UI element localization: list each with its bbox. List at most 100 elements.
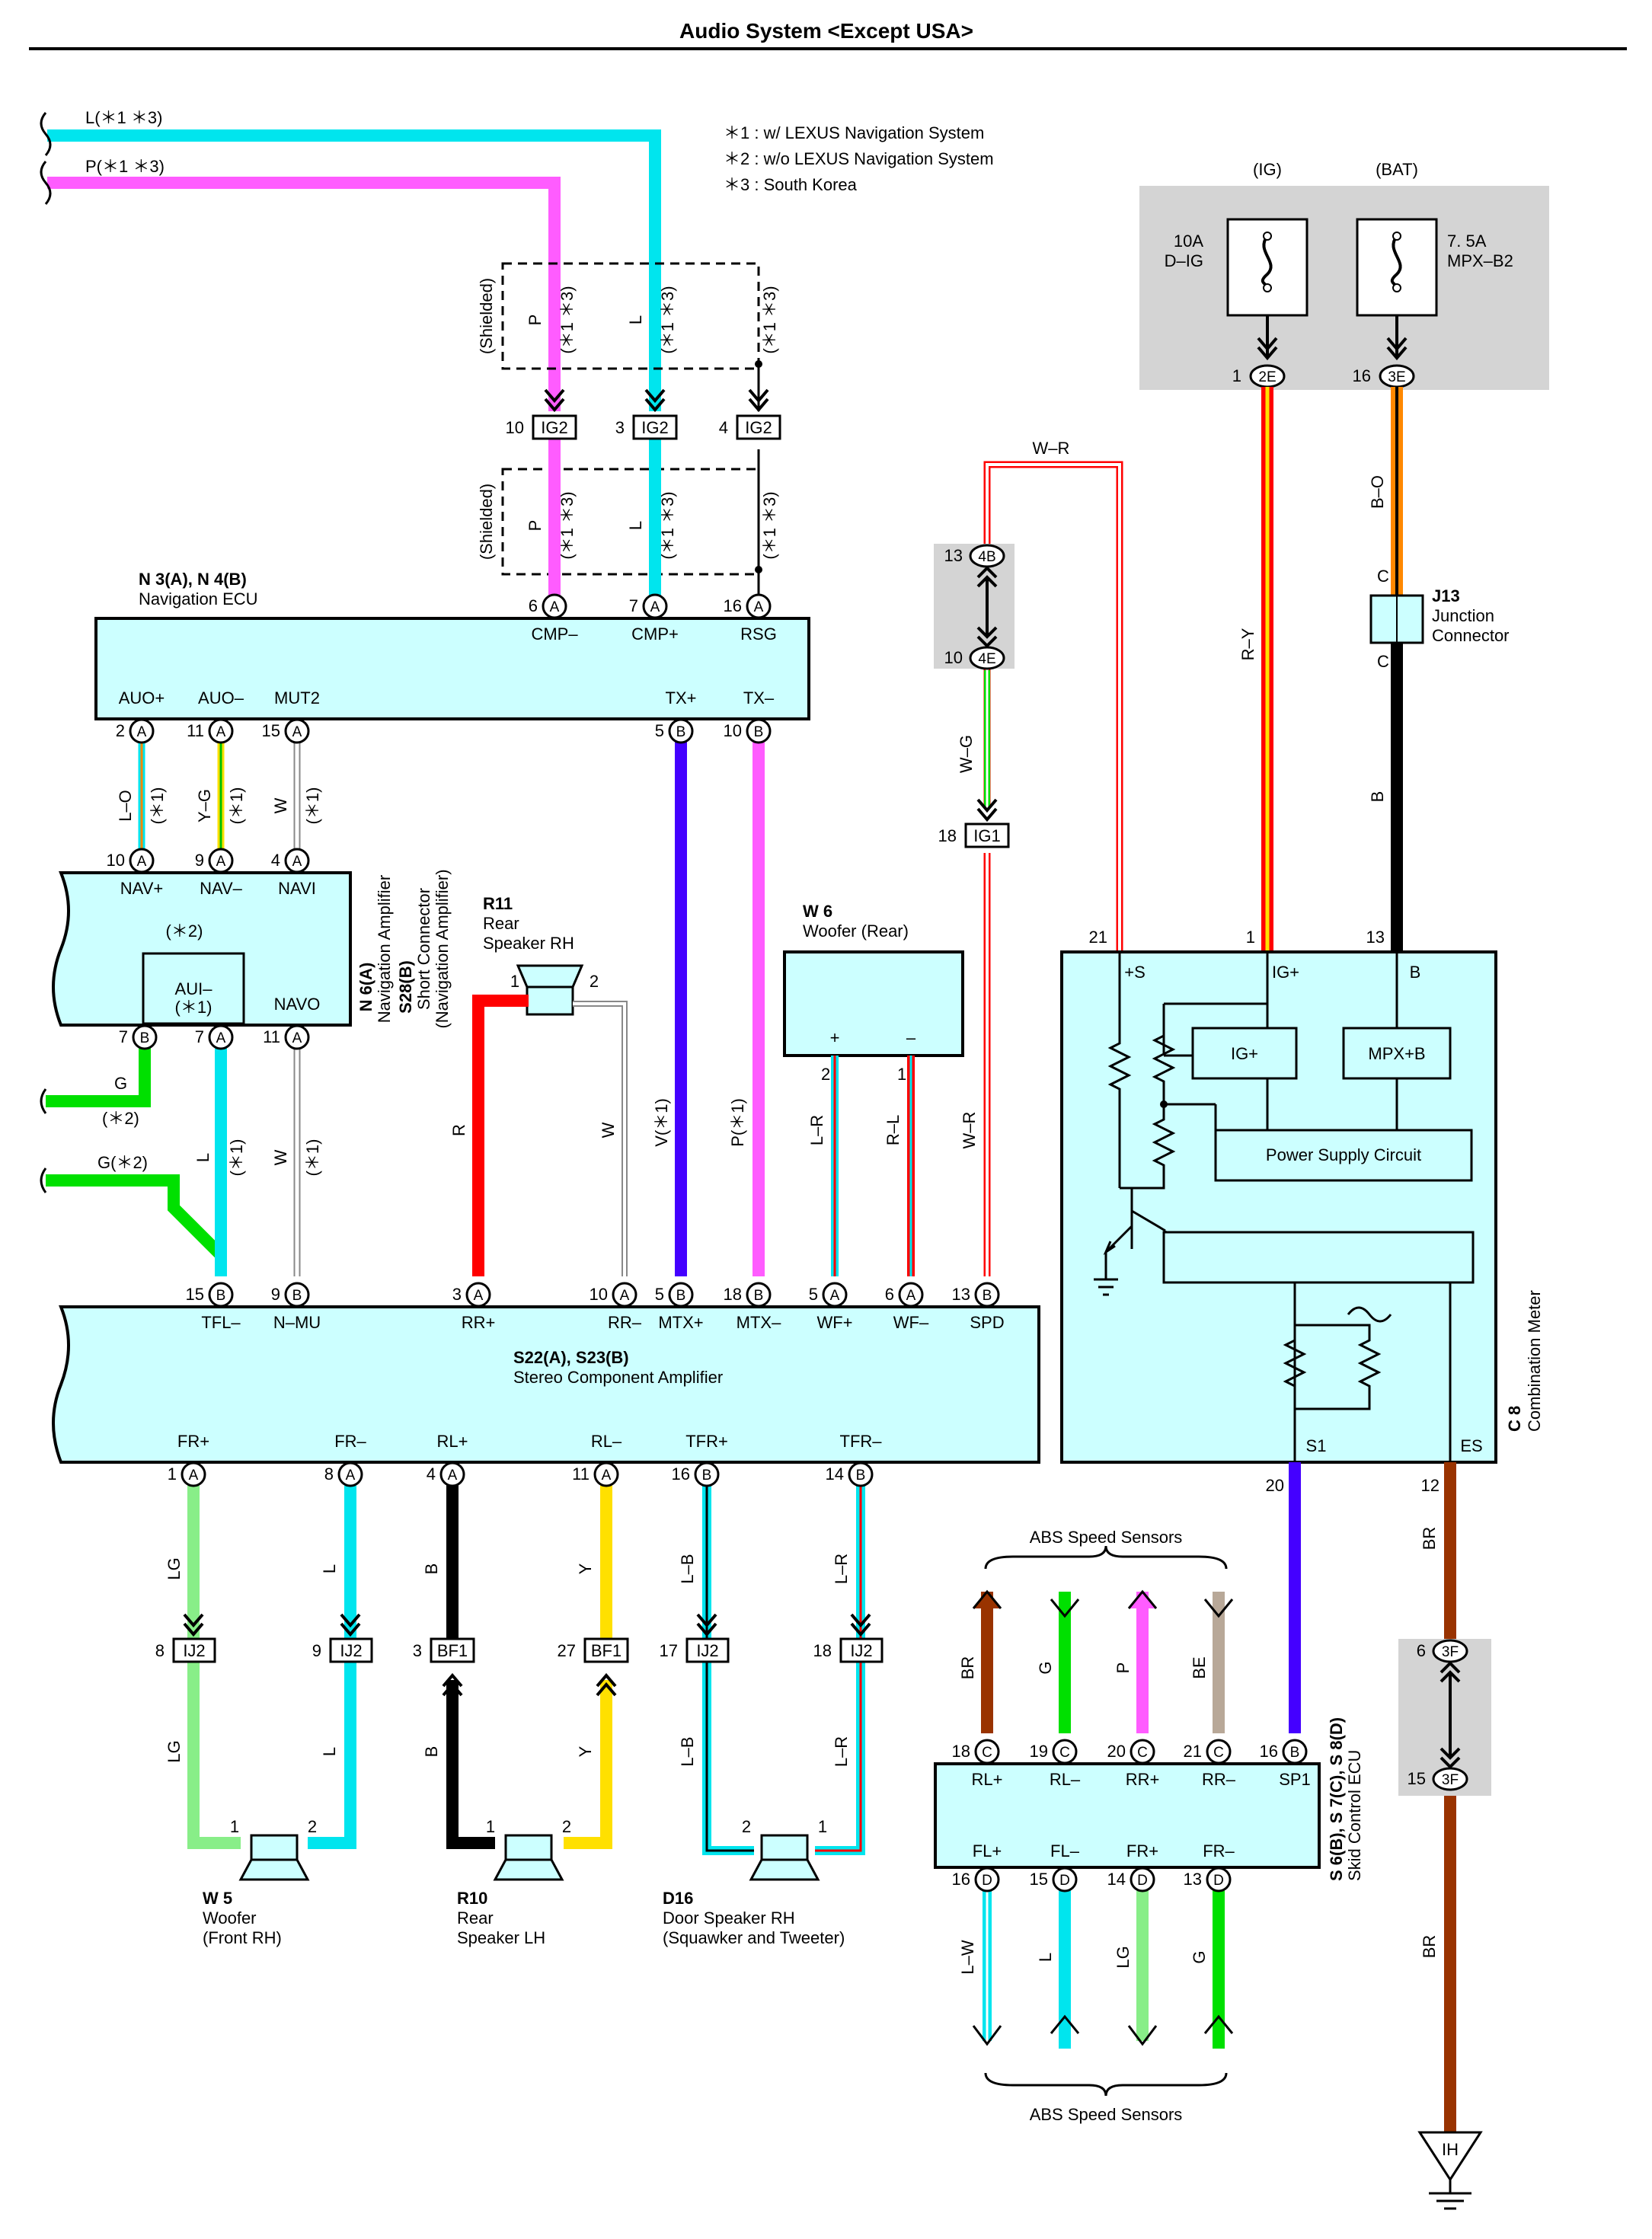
terminal-circle: [129, 718, 155, 744]
terminal-text: C: [1137, 1745, 1148, 1761]
terminal-text: A: [474, 1288, 484, 1304]
terminal-circle: [1282, 1739, 1308, 1765]
aui-footnote: (＊1): [175, 998, 212, 1017]
wire-color-label: W–G: [957, 735, 976, 773]
w5-name-2: (Front RH): [203, 1928, 282, 1947]
fuse-ig-name: D–IG: [1165, 251, 1203, 270]
terminal-circle: [642, 593, 668, 619]
stereo-component-amplifier-box: [52, 1305, 1040, 1464]
terminal-text: A: [189, 1468, 199, 1484]
terminal-text: FR–: [334, 1432, 366, 1451]
wire-color-label: L–R: [832, 1736, 851, 1767]
wire-color-label: W: [271, 1149, 290, 1165]
wire-color-label: L: [320, 1564, 339, 1573]
wire-color-label: LG: [165, 1557, 184, 1579]
wire-color-label: BR: [1420, 1935, 1439, 1959]
skid-control-ecu-box: [934, 1762, 1321, 1869]
terminal-text: 16: [724, 596, 742, 615]
d16-name: Door Speaker RH: [663, 1908, 795, 1928]
terminal-circle: [439, 1461, 465, 1487]
terminal-text: A: [906, 1288, 916, 1304]
terminal-text: A: [754, 599, 764, 615]
terminal-circle: [668, 718, 694, 744]
nav-amp-name: Navigation Amplifier: [375, 875, 394, 1023]
terminal-text: 16: [1260, 1742, 1278, 1761]
terminal-text: AUO+: [119, 688, 165, 707]
svg-text:10: 10: [506, 418, 524, 437]
terminal-text: ES: [1460, 1436, 1482, 1455]
terminal-text: CMP–: [531, 624, 578, 644]
navigation-amplifier-box: [52, 871, 352, 1027]
bracket-bottom: [984, 2072, 1228, 2097]
speaker-icon: [749, 1834, 820, 1881]
wire-color-label: L–B: [678, 1554, 697, 1583]
ig1-chevrons: [976, 798, 998, 822]
svg-text:IG2: IG2: [745, 418, 772, 437]
splice-dot: [755, 360, 762, 368]
wire-color-label: R–Y: [1238, 628, 1257, 660]
terminal-text: 8: [324, 1464, 334, 1484]
arrow-down-icon: [1050, 1599, 1080, 1618]
terminal-text: A: [216, 1030, 226, 1046]
terminal-text: 14: [826, 1464, 844, 1484]
shield-box-upper: [501, 262, 760, 370]
terminal-text: C: [1059, 1745, 1070, 1761]
terminal-circle: [208, 1282, 234, 1308]
svg-text:3: 3: [615, 418, 625, 437]
terminal-circle: [1206, 1867, 1232, 1892]
bracket-top: [984, 1545, 1228, 1570]
terminal-text: 1: [168, 1464, 177, 1484]
terminal-text: B: [140, 1030, 150, 1046]
terminal-text: A: [550, 599, 560, 615]
wire-color-label: BE: [1190, 1656, 1209, 1678]
terminal-text: B: [754, 724, 764, 740]
terminal-text: A: [448, 1468, 458, 1484]
speaker-pin: 2: [562, 1817, 571, 1836]
terminal-text: 6: [885, 1285, 894, 1304]
wire-label-l: L(＊1 ＊3): [85, 108, 162, 127]
svg-text:IG2: IG2: [641, 418, 668, 437]
svg-text:IJ2: IJ2: [340, 1641, 362, 1660]
speaker-icon: [238, 1834, 310, 1881]
arrow-down-icon: [972, 2025, 1002, 2046]
terminal-text: A: [137, 724, 147, 740]
terminal-text: B: [216, 1288, 226, 1304]
woofer-rear-box: [783, 950, 964, 1057]
connector-4e: 4E 10: [944, 646, 1005, 670]
terminal-text: WF–: [893, 1313, 929, 1332]
wire-b-rl: [446, 1485, 495, 1849]
terminal-text: 5: [809, 1285, 818, 1304]
w6-name: Woofer (Rear): [803, 921, 909, 941]
ig2-chevrons: [544, 388, 769, 413]
terminal-text: C: [1213, 1745, 1224, 1761]
ij2-chevrons: [183, 1613, 871, 1637]
terminal-circle: [746, 1282, 772, 1308]
terminal-circle: [1052, 1739, 1078, 1765]
resistor-icon: [1283, 1325, 1307, 1409]
ig2-connector-1: IG2 10: [506, 414, 577, 440]
wire-color-label: Y: [576, 1563, 595, 1574]
w5-name: Woofer: [203, 1908, 257, 1928]
wire-color-label: B: [422, 1563, 441, 1575]
terminal-circle: [593, 1461, 619, 1487]
r10-code: R10: [457, 1889, 487, 1908]
terminal-circle: [1206, 1739, 1232, 1765]
terminal-text: A: [292, 1030, 302, 1046]
resistor-icon: [1107, 1028, 1176, 1190]
wire-color-label: P: [1114, 1662, 1133, 1674]
terminal-text: 20: [1266, 1476, 1284, 1495]
terminal-text: 5: [655, 721, 664, 740]
wire-lr-tfr: [815, 1485, 865, 1855]
wire-g: [46, 1048, 151, 1107]
svg-text:18: 18: [938, 826, 957, 845]
speaker-pin: 2: [308, 1817, 317, 1836]
terminal-text: RR+: [1126, 1770, 1160, 1789]
terminal-text: B: [702, 1468, 712, 1484]
terminal-text: RL–: [1050, 1770, 1081, 1789]
r10-name: Rear: [457, 1908, 494, 1928]
nav-ecu-name: Navigation ECU: [139, 589, 258, 608]
footnote-label: (＊1): [227, 1139, 246, 1177]
wire-color-label: W–R: [960, 1112, 979, 1149]
terminal-circle: [746, 593, 772, 619]
speaker-icon: [516, 964, 584, 1016]
